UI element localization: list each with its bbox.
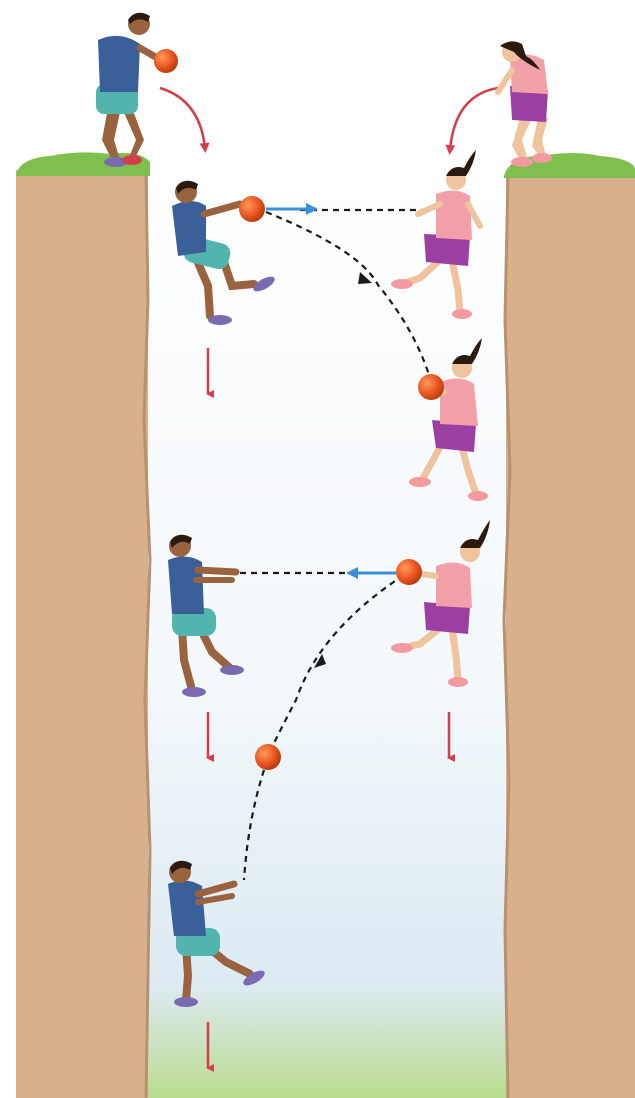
ball-icon bbox=[154, 49, 178, 73]
ball-icon bbox=[396, 559, 422, 585]
girl-standing-on-cliff bbox=[498, 41, 552, 167]
ball-icon bbox=[239, 196, 265, 222]
ball-icon bbox=[418, 374, 444, 400]
left-cliff bbox=[16, 152, 150, 1098]
girl-jump-arc-arrow bbox=[450, 88, 498, 150]
right-cliff bbox=[504, 153, 635, 1098]
ball-icon bbox=[255, 744, 281, 770]
boy-jump-arc-arrow bbox=[160, 88, 205, 148]
